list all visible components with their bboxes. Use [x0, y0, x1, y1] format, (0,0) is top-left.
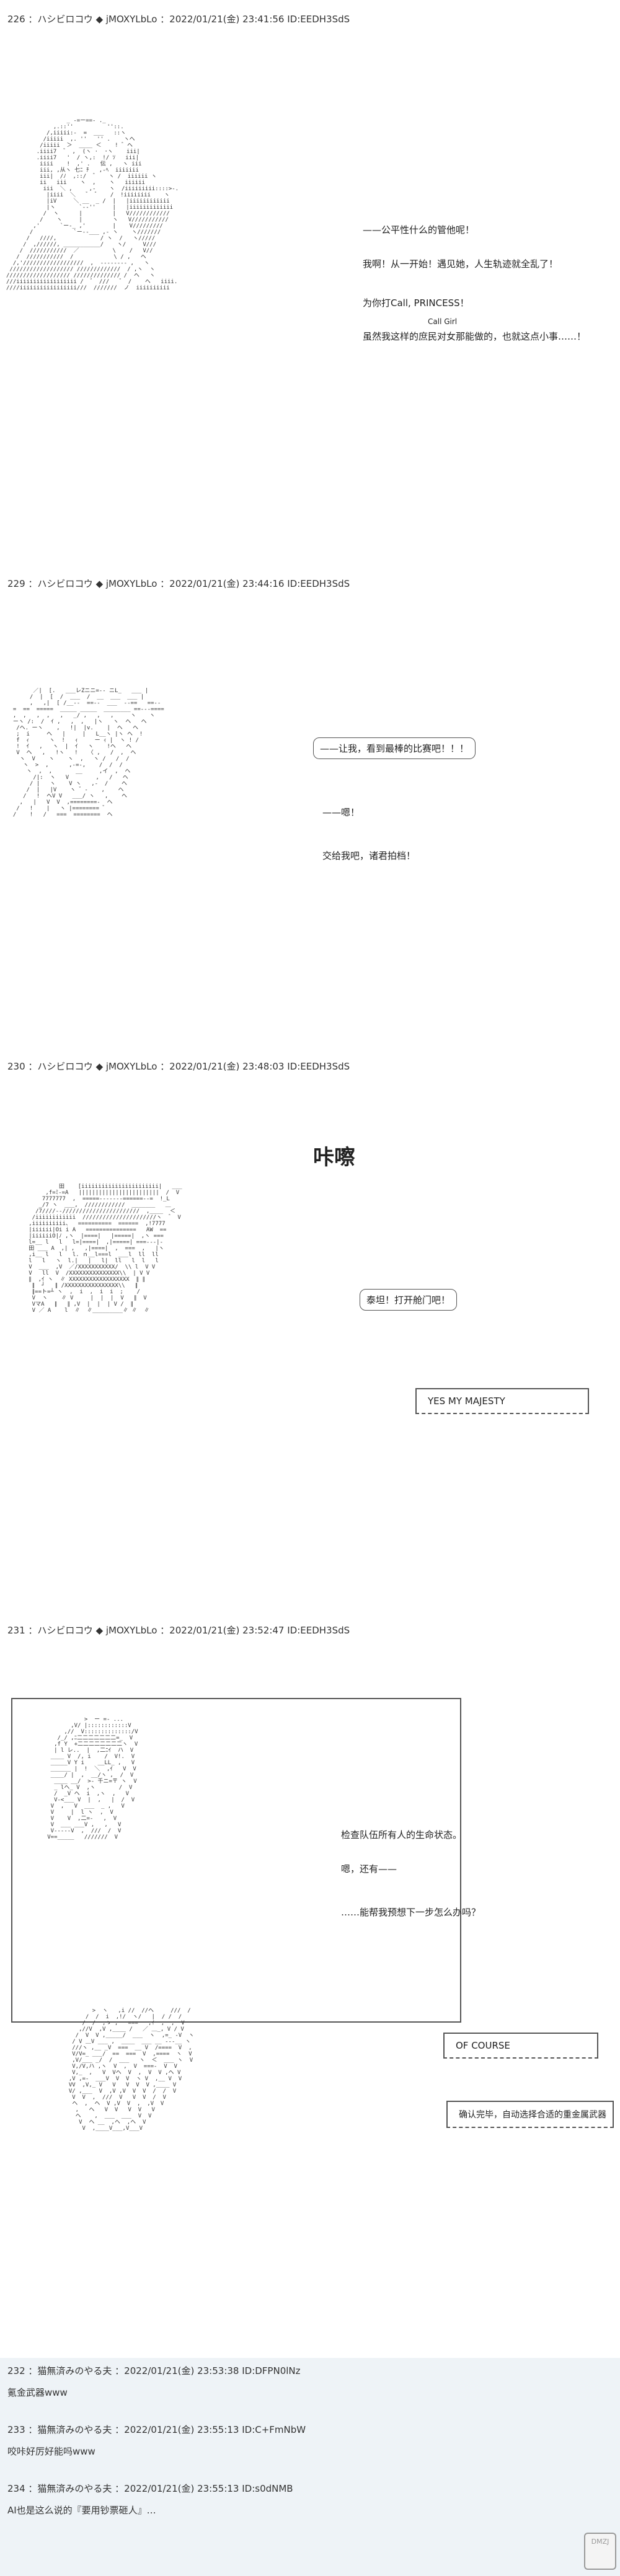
dialogue-line: 我啊！从一开始！遇见她，人生轨迹就全乱了！ — [363, 258, 559, 270]
post-header: 230 ：ハシビロコウ ◆ jMOXYLbLo ：2022/01/21(金) 2… — [7, 1061, 350, 1072]
comment-text: 咬咔好厉好能吗www — [7, 2446, 95, 2457]
ascii-art-mecha: 田 [iiiiiiiiiiiiiiiiiiiiiii| ___ ,f=ﾐ-=A … — [29, 1184, 182, 1314]
system-reply-box: OF COURSE — [443, 2033, 598, 2059]
comment-section: 232 ：猫無済みのやる夫 ：2022/01/21(金) 23:53:38 ID… — [0, 2358, 620, 2576]
post-231: 231 ：ハシビロコウ ◆ jMOXYLbLo ：2022/01/21(金) 2… — [0, 1624, 620, 2358]
dialogue-line: ……能帮我预想下一步怎么办吗？ — [341, 1907, 481, 1918]
dialogue-line: 交给我吧，诸君拍档！ — [322, 850, 416, 861]
sound-effect: 咔嚓 — [313, 1145, 355, 1170]
dialogue-line: 为你打Call, PRINCESS！ — [363, 297, 469, 309]
post-header: 231 ：ハシビロコウ ◆ jMOXYLbLo ：2022/01/21(金) 2… — [7, 1625, 350, 1636]
comment-text: 氪金武器www — [7, 2387, 68, 2398]
dialogue-line: 虽然我这样的庶民对女那能做的，也就这点小事……！ — [363, 331, 587, 342]
comment-header: 233 ：猫無済みのやる夫 ：2022/01/21(金) 23:55:13 ID… — [7, 2424, 306, 2435]
dialogue-line: 检查队伍所有人的生命状态。 — [341, 1829, 463, 1840]
watermark-text: DMZJ — [591, 2538, 609, 2546]
scene-panel — [11, 1698, 461, 2023]
ascii-art-mecha: > ヽ ,i // //ヘ /// / / / i ,!/ ヽ/ | / / /… — [68, 2008, 195, 2132]
post-226: 226 ：ハシビロコウ ◆ jMOXYLbLo ：2022/01/21(金) 2… — [0, 0, 620, 576]
comment-text: AI也是这么说的『要用钞票砸人』… — [7, 2505, 156, 2516]
post-230: 230 ：ハシビロコウ ◆ jMOXYLbLo ：2022/01/21(金) 2… — [0, 1060, 620, 1624]
post-header: 229 ：ハシビロコウ ◆ jMOXYLbLo ：2022/01/21(金) 2… — [7, 578, 350, 589]
system-reply-box: 确认完毕，自动选择合适的重金属武器 — [446, 2101, 614, 2128]
dialogue-line: ——嗯！ — [322, 807, 360, 818]
comment-header: 232 ：猫無済みのやる夫 ：2022/01/21(金) 23:53:38 ID… — [7, 2365, 301, 2376]
watermark-logo: DMZJ — [584, 2533, 616, 2570]
dialogue-line: 嗯，还有—— — [341, 1863, 397, 1875]
dialogue-line: ——公平性什么的管他呢！ — [363, 224, 475, 235]
speech-bubble: 泰坦！打开舱门吧！ — [360, 1289, 458, 1311]
comment-header: 234 ：猫無済みのやる夫 ：2022/01/21(金) 23:55:13 ID… — [7, 2483, 293, 2494]
ascii-art-figure: _ -=ー==- ._ ,.::'' ''::. /,iiiii:- = ___… — [6, 118, 179, 291]
ascii-art-figure: > ー =- ... ,V/ |::::::::::::V ,// V:::::… — [47, 1717, 138, 1840]
ruby-annotation: Call Girl — [428, 317, 458, 326]
speech-bubble: ——让我，看到最棒的比赛吧！！！ — [313, 737, 476, 759]
system-reply-box: YES MY MAJESTY — [415, 1388, 589, 1414]
post-header: 226 ：ハシビロコウ ◆ jMOXYLbLo ：2022/01/21(金) 2… — [7, 14, 350, 25]
ascii-art-figure: ／| [. ___レZニニ=-- ニL_ ___ | / | [ / ___ /… — [12, 688, 164, 818]
post-229: 229 ：ハシビロコウ ◆ jMOXYLbLo ：2022/01/21(金) 2… — [0, 576, 620, 1060]
